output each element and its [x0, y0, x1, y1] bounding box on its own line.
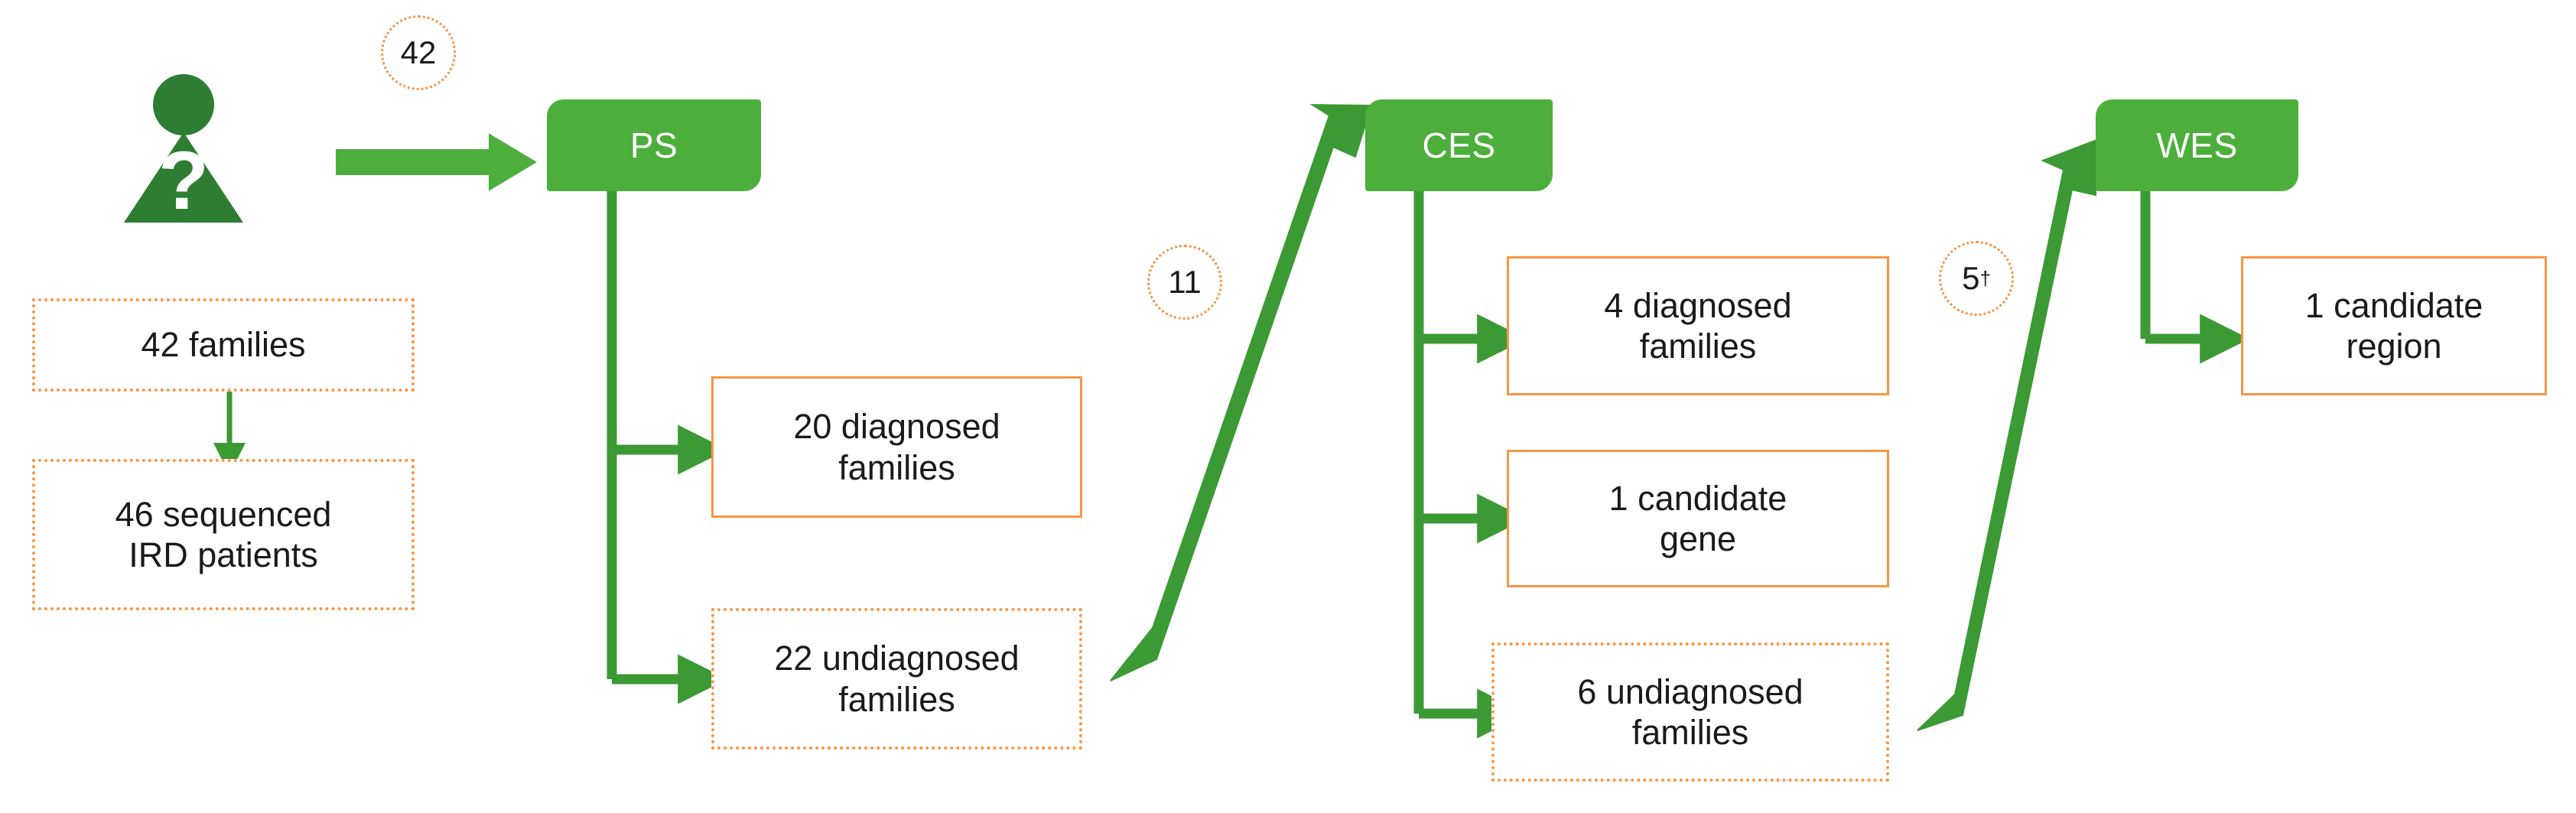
branch-ces — [1413, 190, 1527, 739]
stage-label-ps: PS — [629, 125, 678, 165]
cohort-patients-box: 46 sequenced IRD patients — [32, 459, 415, 610]
count-badge-wes: 5† — [1939, 241, 2014, 316]
arrow-undiagnosed-to-wes — [1917, 138, 2100, 731]
outcome-ps-undiagnosed-line-2: families — [838, 679, 955, 719]
outcome-ps-diagnosed: 20 diagnosed families — [711, 376, 1082, 518]
outcome-ces-candidate-line-2: gene — [1659, 519, 1737, 558]
cohort-families-box: 42 families — [32, 298, 415, 392]
count-value-wes: 5 — [1962, 260, 1980, 296]
outcome-ces-diagnosed-line-1: 4 diagnosed — [1604, 285, 1792, 325]
outcome-wes-candidate-line-1: 1 candidate — [2304, 285, 2483, 325]
outcome-ps-undiagnosed-line-1: 22 undiagnosed — [774, 639, 1020, 678]
count-badge-ces: 11 — [1147, 245, 1222, 320]
stage-box-wes[interactable]: WES — [2096, 99, 2298, 191]
stage-label-wes: WES — [2156, 125, 2238, 165]
outcome-ps-diagnosed-line-1: 20 diagnosed — [793, 407, 1000, 447]
cohort-families-label: 42 families — [141, 325, 306, 365]
svg-text:?: ? — [158, 134, 209, 226]
count-value-ces: 11 — [1168, 264, 1202, 300]
stage-label-ces: CES — [1422, 125, 1496, 165]
outcome-ps-diagnosed-line-2: families — [838, 447, 955, 487]
outcome-wes-candidate-line-2: region — [2346, 327, 2442, 366]
stage-box-ces[interactable]: CES — [1365, 99, 1553, 191]
person-question-icon: ? — [124, 74, 243, 226]
outcome-ces-candidate-line-1: 1 candidate — [1608, 478, 1787, 518]
count-badge-ps: 42 — [381, 15, 456, 90]
outcome-ces-diagnosed-line-2: families — [1639, 327, 1757, 366]
cohort-patients-line-2: IRD patients — [128, 535, 318, 574]
stage-box-ps[interactable]: PS — [547, 99, 761, 191]
outcome-ps-undiagnosed: 22 undiagnosed families — [711, 608, 1082, 750]
outcome-ces-undiagnosed: 6 undiagnosed families — [1491, 642, 1889, 782]
branch-wes — [2140, 190, 2250, 364]
count-value-ps: 42 — [400, 34, 437, 70]
outcome-ces-diagnosed: 4 diagnosed families — [1507, 256, 1889, 395]
outcome-ces-candidate-gene: 1 candidate gene — [1507, 450, 1889, 587]
branch-ps — [607, 190, 728, 704]
outcome-ces-undiagnosed-line-2: families — [1631, 713, 1749, 752]
cohort-patients-line-1: 46 sequenced — [115, 494, 332, 534]
arrow-cohort-to-ps — [336, 133, 537, 191]
outcome-wes-candidate-region: 1 candidate region — [2241, 256, 2547, 395]
arrow-undiagnosed-to-ces — [1110, 103, 1373, 681]
outcome-ces-undiagnosed-line-1: 6 undiagnosed — [1577, 672, 1804, 711]
